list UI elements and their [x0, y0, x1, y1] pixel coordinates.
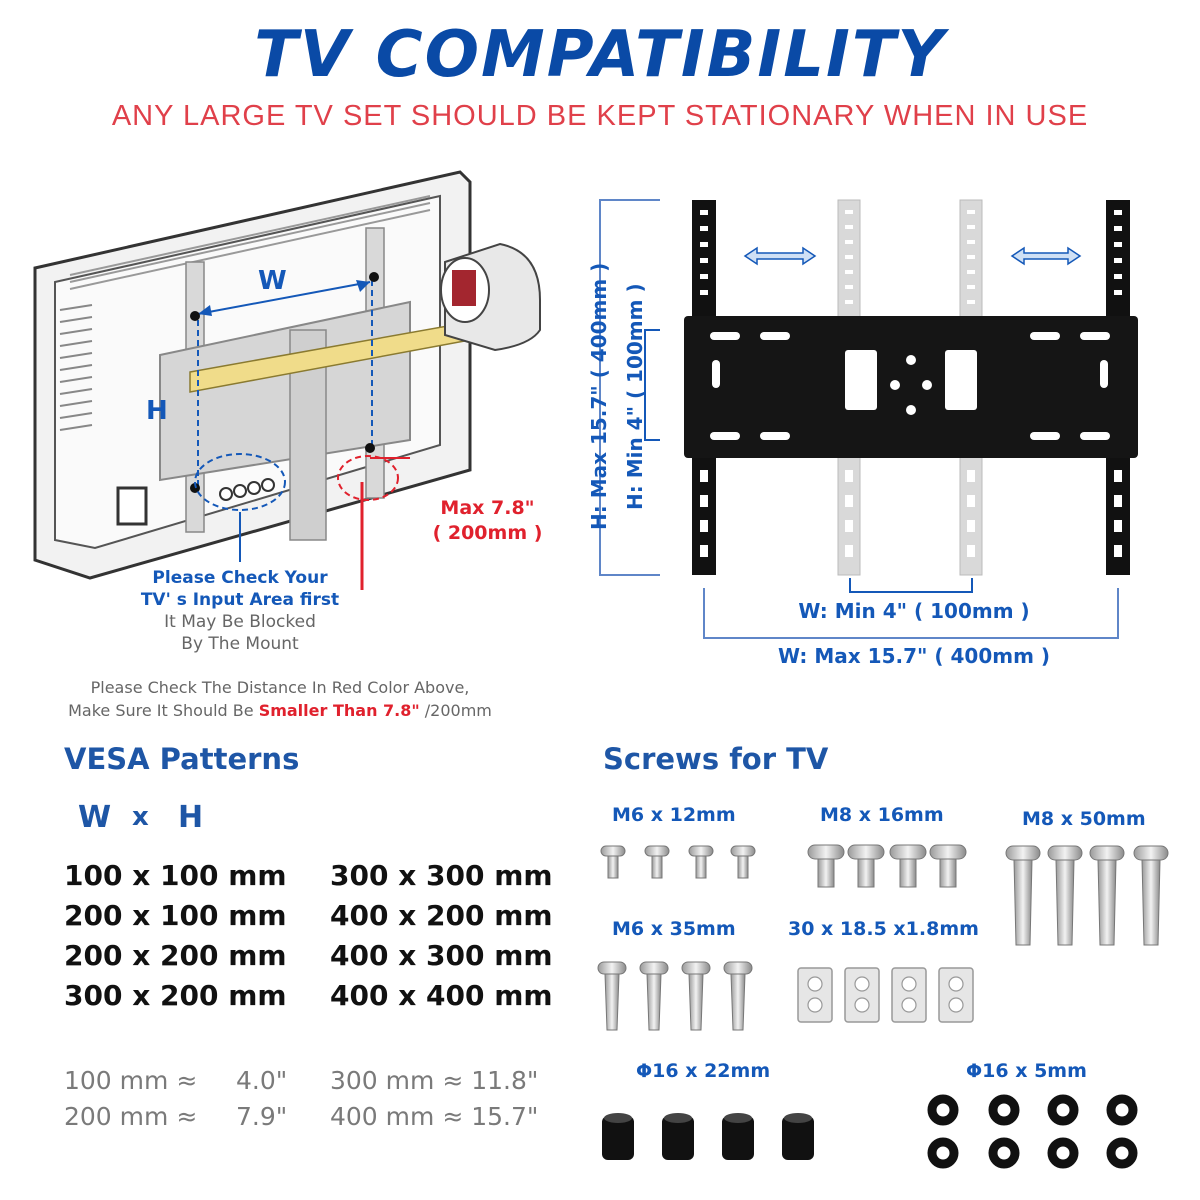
- screw-m8-50-label: M8 x 50mm: [1022, 808, 1146, 830]
- washer-icon: [927, 1094, 1138, 1169]
- vesa-item: 300 x 300 mm: [330, 859, 553, 892]
- vesa-w-label: W: [78, 800, 112, 835]
- screw-m8-16-icon: [807, 844, 967, 888]
- conversion-300: 300 mm ≈ 11.8": [330, 1066, 539, 1095]
- vesa-item: 200 x 200 mm: [64, 939, 287, 972]
- vesa-item: 400 x 400 mm: [330, 979, 553, 1012]
- screw-m6-35-label: M6 x 35mm: [612, 918, 736, 940]
- screw-m6-12-label: M6 x 12mm: [612, 804, 736, 826]
- max-distance-label: Max 7.8" ( 200mm ): [430, 496, 545, 546]
- vesa-item: 100 x 100 mm: [64, 859, 287, 892]
- tv-back-illustration: [33, 170, 541, 590]
- mount-bracket-illustration: [599, 199, 1138, 639]
- conversion-200: 200 mm ≈: [64, 1102, 198, 1131]
- h-min-label: H: Min 4" ( 100mm ): [623, 283, 647, 510]
- h-label: H: [146, 396, 168, 426]
- vesa-heading: VESA Patterns: [64, 742, 300, 776]
- input-note-line4: By The Mount: [181, 634, 299, 654]
- spacer-icon: [602, 1116, 814, 1160]
- input-note-line1: Please Check Your: [152, 568, 328, 588]
- max-distance-line1: Max 7.8": [440, 497, 535, 519]
- washer-plate-label: 30 x 18.5 x1.8mm: [788, 918, 979, 940]
- washer-label: Φ16 x 5mm: [966, 1060, 1087, 1082]
- spacer-label: Φ16 x 22mm: [636, 1060, 771, 1082]
- distance-note-suffix: /200mm: [419, 701, 492, 720]
- page-title: TV COMPATIBILITY: [254, 18, 946, 92]
- distance-note: Please Check The Distance In Red Color A…: [10, 676, 550, 722]
- vesa-x-label: x: [132, 802, 149, 832]
- screws-heading: Screws for TV: [603, 742, 829, 776]
- distance-note-prefix: Make Sure It Should Be: [68, 701, 259, 720]
- conversion-100: 100 mm ≈: [64, 1066, 198, 1095]
- washer-plate-icon: [797, 967, 974, 1023]
- vesa-item: 400 x 300 mm: [330, 939, 553, 972]
- vesa-h-label: H: [178, 800, 204, 835]
- conversion-200-inches: 7.9": [236, 1102, 288, 1131]
- w-min-label: W: Min 4" ( 100mm ): [798, 599, 1030, 623]
- page-subtitle: ANY LARGE TV SET SHOULD BE KEPT STATIONA…: [111, 100, 1089, 132]
- screw-m6-35-icon: [597, 961, 753, 1031]
- h-max-label: H: Max 15.7" ( 400mm ): [587, 262, 611, 530]
- screw-m8-16-label: M8 x 16mm: [820, 804, 944, 826]
- vesa-list-left: 100 x 100 mm 200 x 100 mm 200 x 200 mm 3…: [64, 856, 287, 1016]
- distance-note-line2: Make Sure It Should Be Smaller Than 7.8"…: [10, 699, 550, 722]
- input-note-line2: TV' s Input Area first: [140, 590, 340, 610]
- screw-m6-12-icon: [600, 845, 756, 879]
- distance-note-line1: Please Check The Distance In Red Color A…: [90, 678, 470, 697]
- vesa-item: 300 x 200 mm: [64, 979, 287, 1012]
- conversion-400: 400 mm ≈ 15.7": [330, 1102, 539, 1131]
- vesa-list-right: 300 x 300 mm 400 x 200 mm 400 x 300 mm 4…: [330, 856, 553, 1016]
- distance-note-highlight: Smaller Than 7.8": [258, 701, 420, 720]
- screw-m8-50-icon: [1005, 845, 1169, 946]
- vesa-item: 400 x 200 mm: [330, 899, 553, 932]
- max-distance-line2: ( 200mm ): [432, 522, 543, 544]
- hardware-illustration: [597, 844, 1169, 1169]
- input-area-note: Please Check Your TV' s Input Area first…: [100, 567, 380, 655]
- input-note-line3: It May Be Blocked: [164, 612, 316, 632]
- w-max-label: W: Max 15.7" ( 400mm ): [777, 644, 1051, 668]
- conversion-100-inches: 4.0": [236, 1066, 288, 1095]
- w-label: W: [258, 266, 287, 296]
- vesa-item: 200 x 100 mm: [64, 899, 287, 932]
